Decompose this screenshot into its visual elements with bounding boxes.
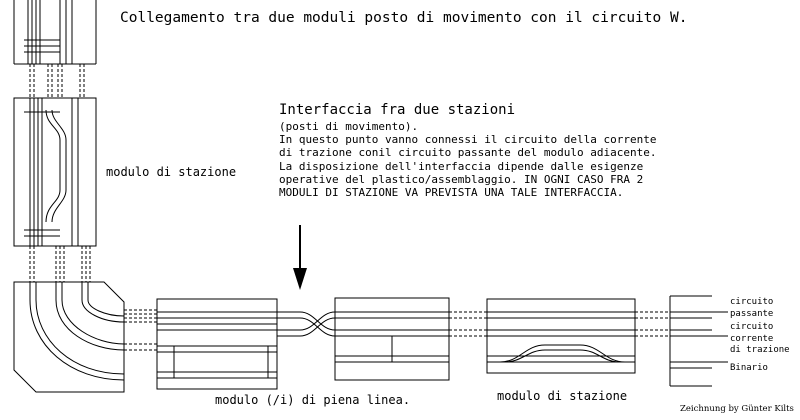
interface-note-line: MODULI DI STAZIONE VA PREVISTA UNA TALE …	[279, 186, 624, 200]
line-module	[156, 298, 278, 390]
left-station-module	[13, 97, 97, 247]
right-partial-module	[669, 295, 712, 387]
credit: Zeichnung by Günter Kilts	[680, 404, 794, 414]
interface-note-line: (posti di movimento).	[279, 120, 419, 133]
connector-mid	[29, 246, 91, 282]
connector-line-station	[449, 311, 487, 337]
legend-line: di trazione	[730, 345, 790, 355]
station-module-bottom-label: modulo di stazione	[497, 389, 628, 403]
interface-heading: Interfaccia fra due stazioni	[279, 102, 516, 118]
connector-top	[29, 64, 85, 98]
line-module-label: modulo (/i) di piena linea.	[215, 393, 411, 407]
legend-line: circuito	[730, 297, 774, 307]
connector-station-right	[635, 311, 670, 337]
legend-line: corrente	[730, 334, 774, 344]
connector-corner-line	[124, 309, 157, 351]
middle-line-module	[334, 297, 450, 381]
legend-leaders	[712, 311, 728, 363]
legend-line: Binario	[730, 363, 768, 373]
interface-note: (posti di movimento). In questo punto va…	[279, 120, 657, 199]
legend-line: passante	[730, 309, 774, 319]
bottom-station-module	[486, 298, 636, 374]
interface-note-line: La disposizione dell'interfaccia dipende…	[279, 159, 644, 173]
interface-arrow-head	[293, 268, 307, 290]
interface-note-line: di trazione conil circuito passante del …	[279, 146, 657, 160]
corner-module	[13, 281, 125, 393]
interface-note-line: operative del plastico/assemblaggio. IN …	[279, 172, 644, 186]
interface-note-line: In questo punto vanno connessi il circui…	[279, 133, 657, 147]
interface-crossing	[277, 311, 336, 337]
page-title: Collegamento tra due moduli posto di mov…	[120, 10, 688, 26]
top-partial-module	[13, 0, 97, 65]
station-module-top-label: modulo di stazione	[106, 165, 237, 179]
legend-line: circuito	[730, 322, 774, 332]
